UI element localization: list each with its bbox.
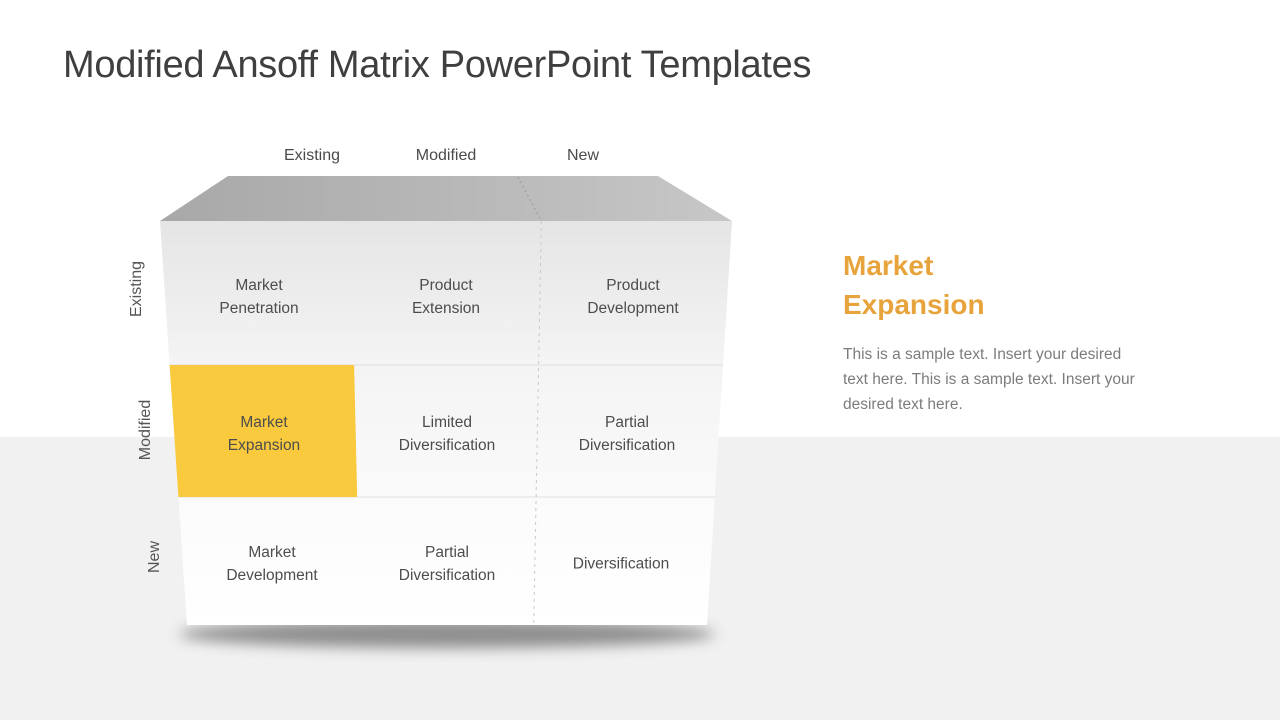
matrix-row-new-face: [178, 497, 715, 625]
cell-label-limited-diversification: Limited Diversification: [398, 414, 496, 454]
cell-label-partial-diversification-2: Partial Diversification: [398, 544, 496, 584]
cell-label-product-extension: Product Extension: [411, 277, 481, 317]
column-header-new: New: [566, 147, 600, 164]
column-header-modified: Modified: [415, 147, 477, 164]
detail-heading: Market Expansion: [843, 250, 985, 320]
cell-label-diversification: Diversification: [572, 555, 670, 573]
row-header-new: New: [146, 540, 163, 574]
cell-label-market-penetration: Market Penetration: [219, 277, 299, 317]
detail-body-text: This is a sample text. Insert your desir…: [843, 346, 1135, 413]
box-shadow-ellipse: [179, 620, 715, 648]
cell-label-partial-diversification-1: Partial Diversification: [578, 414, 676, 454]
column-divider-dashed-line-top: [517, 176, 542, 222]
column-divider-dashed-line-front: [533, 220, 542, 626]
row-header-modified: Modified: [137, 399, 154, 461]
row-header-existing: Existing: [128, 260, 145, 318]
highlight-cell-shape: [169, 365, 358, 497]
cell-label-product-development: Product Development: [587, 277, 679, 317]
cell-label-market-development: Market Development: [226, 544, 318, 584]
slide-title: Modified Ansoff Matrix PowerPoint Templa…: [63, 44, 812, 86]
matrix-top-face: [160, 176, 732, 221]
matrix-row-existing-face: [160, 221, 732, 365]
cell-label-market-expansion: Market Expansion: [227, 414, 301, 454]
column-header-existing: Existing: [283, 147, 341, 164]
